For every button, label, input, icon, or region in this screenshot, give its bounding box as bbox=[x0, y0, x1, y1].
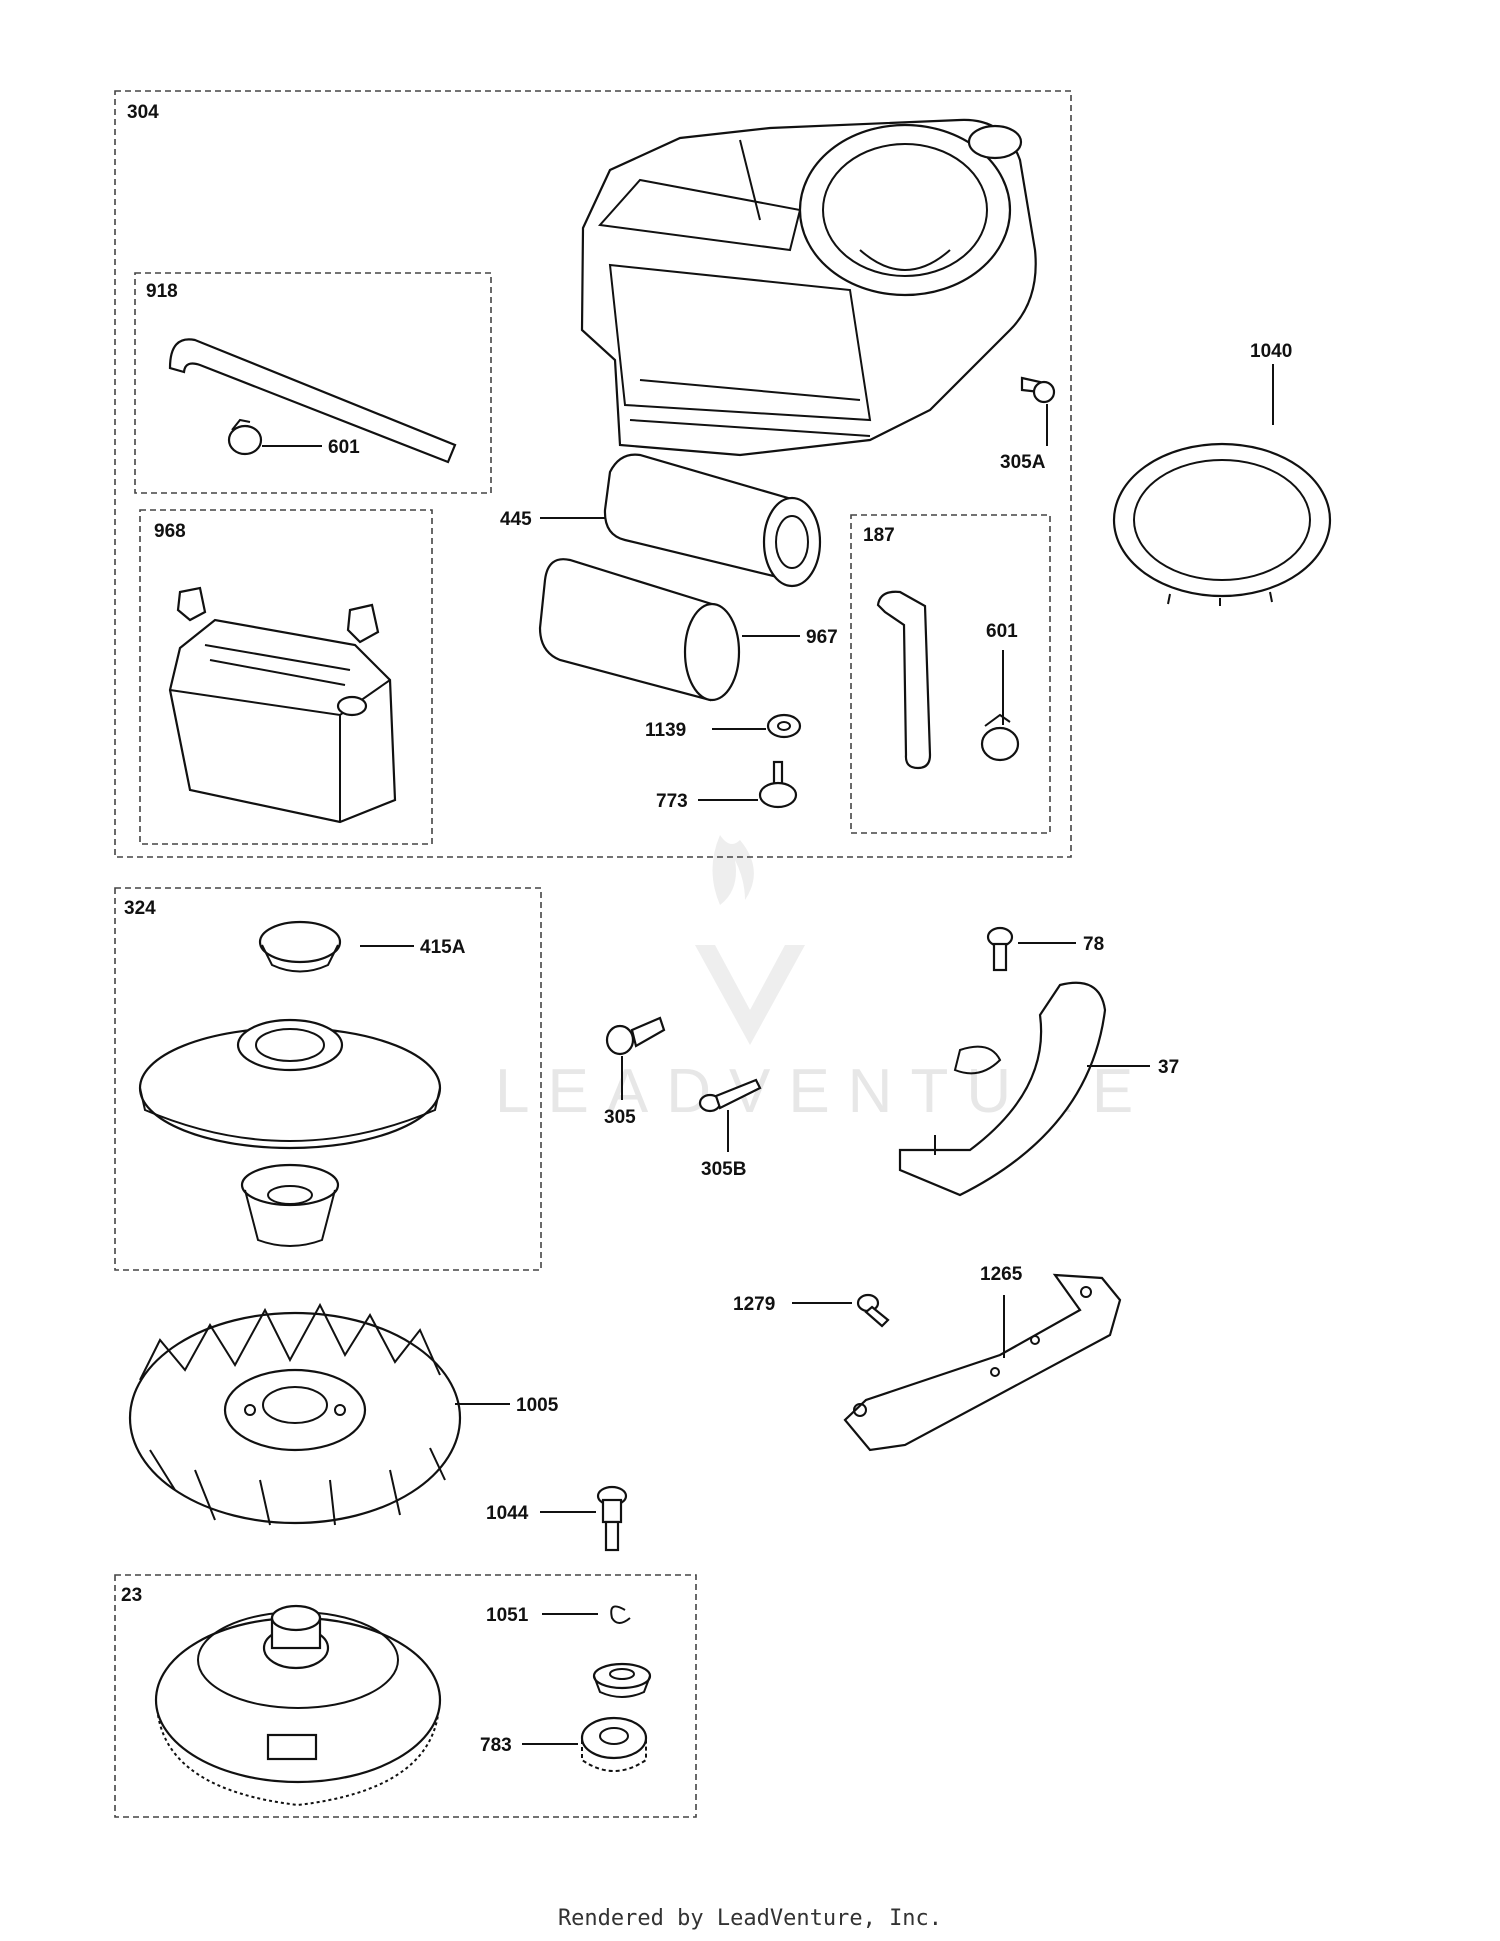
group-box-918 bbox=[134, 272, 492, 494]
part-label-305: 305 bbox=[604, 1107, 636, 1128]
cap-415a bbox=[258, 920, 342, 973]
collar bbox=[592, 1662, 652, 1698]
part-label-1040: 1040 bbox=[1250, 341, 1292, 362]
group-label-324: 324 bbox=[124, 898, 156, 919]
shield-37 bbox=[898, 981, 1107, 1197]
bolt-1044 bbox=[596, 1485, 628, 1552]
breather-tube-918 bbox=[168, 338, 457, 464]
group-label-968: 968 bbox=[154, 521, 186, 542]
group-box-23 bbox=[114, 1574, 697, 1818]
part-label-415a: 415A bbox=[420, 937, 466, 958]
part-label-1139: 1139 bbox=[645, 720, 686, 741]
part-label-445: 445 bbox=[500, 509, 532, 530]
footer-credit: Rendered by LeadVenture, Inc. bbox=[558, 1906, 942, 1931]
part-label-1279: 1279 bbox=[733, 1294, 775, 1315]
air-filter-445 bbox=[603, 453, 822, 588]
pinion-gear-783 bbox=[580, 1716, 648, 1772]
fan-1005 bbox=[128, 1302, 462, 1526]
part-label-37: 37 bbox=[1158, 1057, 1179, 1078]
screw-305 bbox=[605, 1016, 666, 1056]
group-label-23: 23 bbox=[121, 1585, 142, 1606]
part-label-305b: 305B bbox=[701, 1159, 746, 1180]
part-label-1265: 1265 bbox=[980, 1264, 1023, 1285]
part-label-967: 967 bbox=[806, 627, 838, 648]
clamp-918 bbox=[227, 418, 263, 456]
air-cleaner-cover-968 bbox=[168, 586, 397, 824]
knob-773 bbox=[758, 760, 798, 809]
flywheel-23 bbox=[154, 1604, 442, 1807]
part-label-773: 773 bbox=[656, 791, 688, 812]
screw-305b bbox=[698, 1078, 762, 1113]
washer-1139 bbox=[766, 713, 802, 739]
group-label-918: 918 bbox=[146, 281, 178, 302]
bushing-324 bbox=[240, 1163, 340, 1247]
group-label-304: 304 bbox=[127, 102, 159, 123]
screw-305a bbox=[1020, 376, 1056, 404]
rewind-cup-324 bbox=[138, 1018, 442, 1150]
gasket-ring-1040 bbox=[1112, 442, 1332, 606]
group-box-968 bbox=[139, 509, 433, 845]
group-box-324 bbox=[114, 887, 542, 1271]
bracket-1265 bbox=[843, 1273, 1122, 1452]
part-label-305a: 305A bbox=[1000, 452, 1046, 473]
group-label-187: 187 bbox=[863, 525, 895, 546]
bolt-1279 bbox=[856, 1293, 890, 1328]
blower-housing bbox=[580, 118, 1037, 457]
pre-cleaner-967 bbox=[538, 558, 741, 702]
retaining-ring-1051 bbox=[610, 1605, 631, 1624]
tube-187 bbox=[876, 590, 932, 770]
clamp-187 bbox=[980, 713, 1020, 762]
group-box-304 bbox=[114, 90, 1072, 858]
part-label-78: 78 bbox=[1083, 934, 1104, 955]
part-label-601-a: 601 bbox=[328, 437, 360, 458]
part-label-1051: 1051 bbox=[486, 1605, 529, 1626]
part-label-601-b: 601 bbox=[986, 621, 1018, 642]
part-label-1005: 1005 bbox=[516, 1395, 559, 1416]
group-box-187 bbox=[850, 514, 1051, 834]
part-label-1044: 1044 bbox=[486, 1503, 529, 1524]
bolt-78 bbox=[986, 926, 1014, 972]
part-label-783: 783 bbox=[480, 1735, 512, 1756]
